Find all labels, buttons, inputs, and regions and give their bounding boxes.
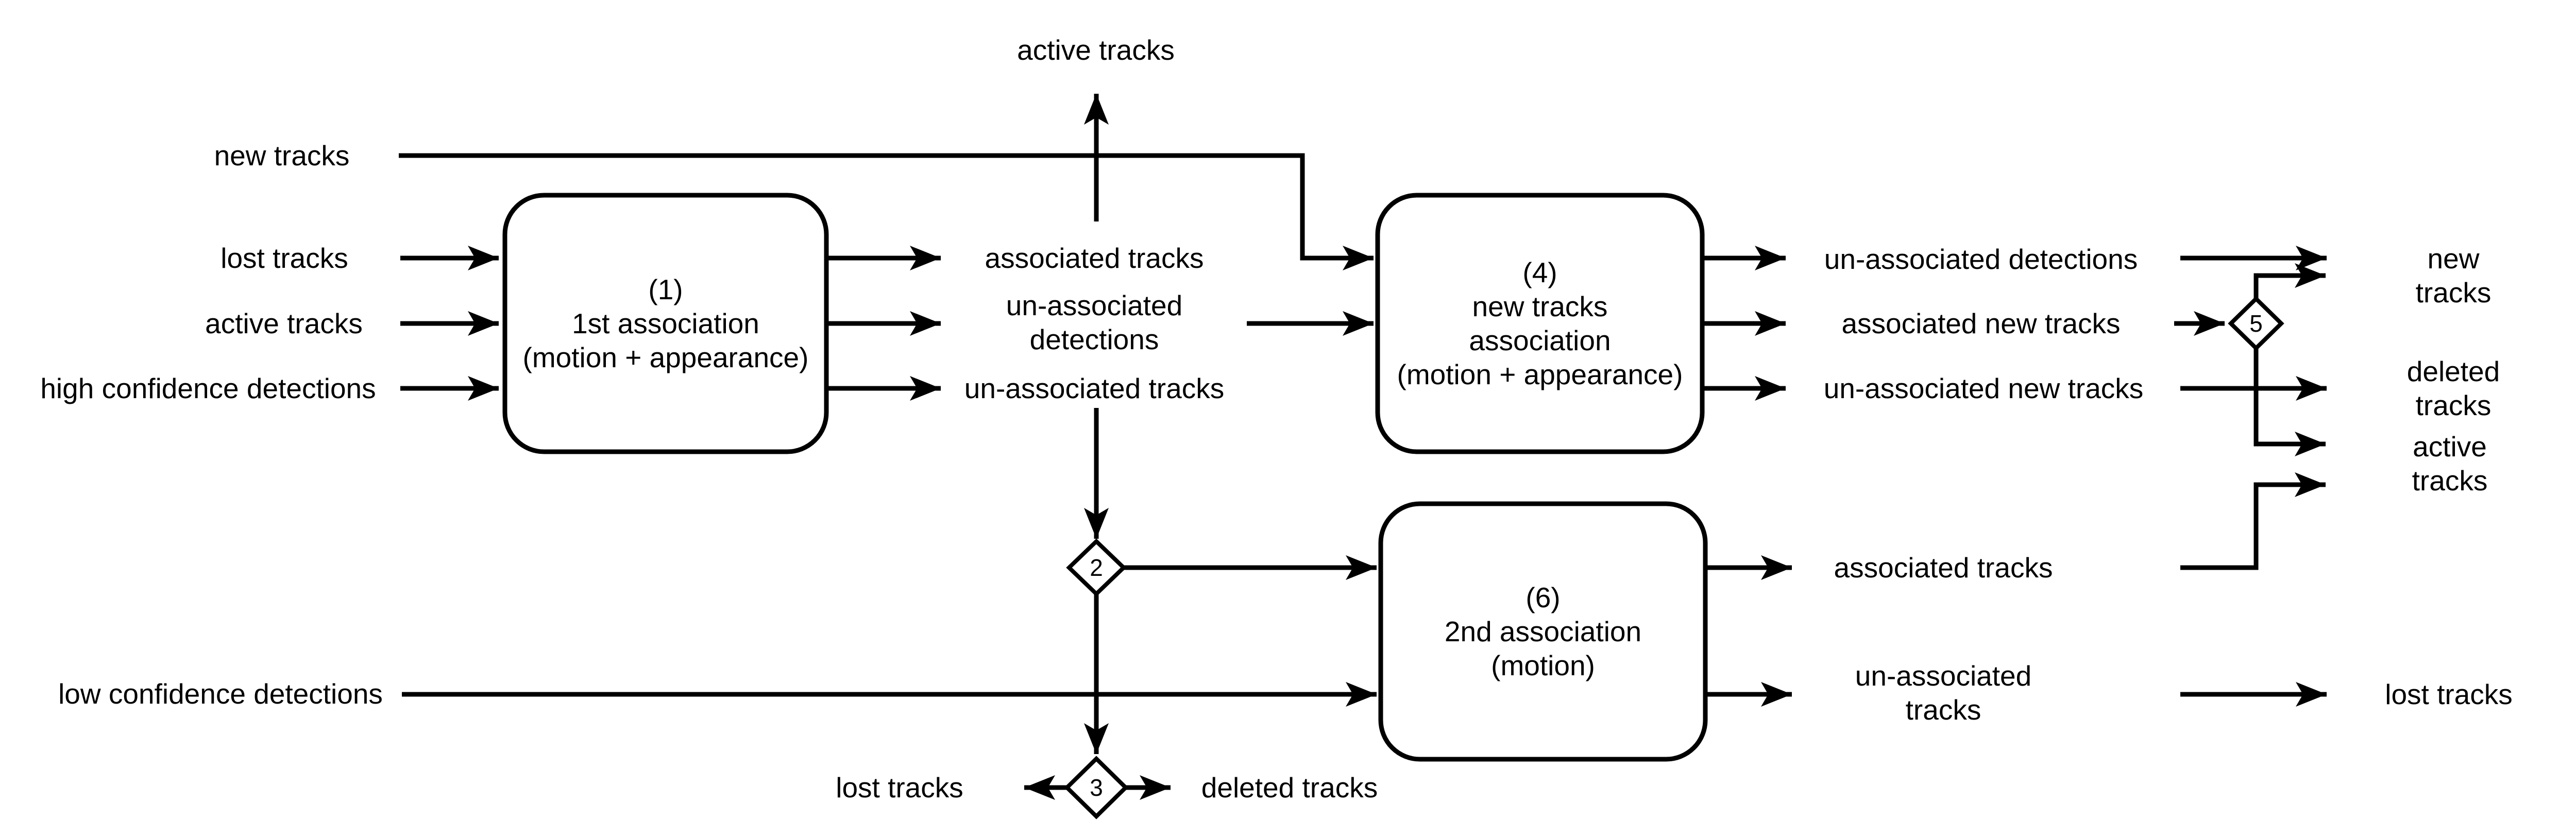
node-label-diamond5: 5 [2249, 310, 2263, 337]
label-active-tracks-in: active tracks [205, 308, 363, 339]
diamond-3 [1064, 756, 1129, 819]
label-lost-tracks-bottom: lost tracks [836, 772, 963, 804]
node-label-first-association: (1) 1st association (motion + appearance… [522, 274, 809, 373]
diamond-2 [1066, 538, 1127, 597]
label-high-conf-detections: high confidence detections [40, 372, 376, 404]
label-low-conf-detections: low confidence detections [58, 678, 383, 710]
label-deleted-tracks-bottom: deleted tracks [1201, 772, 1378, 804]
edge-associated-tracks-to-active-tracks-right [2180, 472, 2326, 570]
label-associated-tracks-mid: associated tracks [985, 242, 1204, 274]
label-unassociated-detections-out: un-associated detections [1824, 243, 2138, 275]
label-new-tracks-out: new tracks [2415, 243, 2492, 309]
node-label-new-tracks-association: (4) new tracks association (motion + app… [1397, 257, 1683, 390]
label-new-tracks-in: new tracks [214, 140, 350, 172]
node-label-diamond3: 3 [1090, 774, 1103, 801]
label-unassociated-new-tracks: un-associated new tracks [1823, 372, 2144, 404]
box-second-association [1378, 501, 1708, 762]
edge-diamond5-to-new-tracks [2253, 263, 2326, 299]
label-lost-tracks-out: lost tracks [2385, 678, 2513, 710]
edge-diamond5-to-active-tracks [2253, 348, 2326, 456]
label-associated-tracks-out: associated tracks [1834, 552, 2053, 584]
diamond-5 [2228, 296, 2284, 351]
label-unassociated-tracks-mid: un-associated tracks [964, 372, 1225, 404]
label-active-tracks-top: active tracks [1017, 34, 1175, 66]
node-label-diamond2: 2 [1090, 554, 1103, 581]
label-associated-new-tracks: associated new tracks [1841, 308, 2121, 339]
label-lost-tracks-in: lost tracks [221, 242, 348, 274]
edge-new-tracks-to-box4 [399, 153, 1374, 270]
label-unassociated-detections-mid: un-associated detections [1006, 289, 1183, 355]
node-label-second-association: (6) 2nd association (motion) [1444, 582, 1642, 681]
label-deleted-tracks-out: deleted tracks [2406, 355, 2500, 421]
label-unassociated-tracks-out: un-associated tracks [1855, 660, 2032, 726]
label-active-tracks-out: active tracks [2412, 431, 2488, 497]
